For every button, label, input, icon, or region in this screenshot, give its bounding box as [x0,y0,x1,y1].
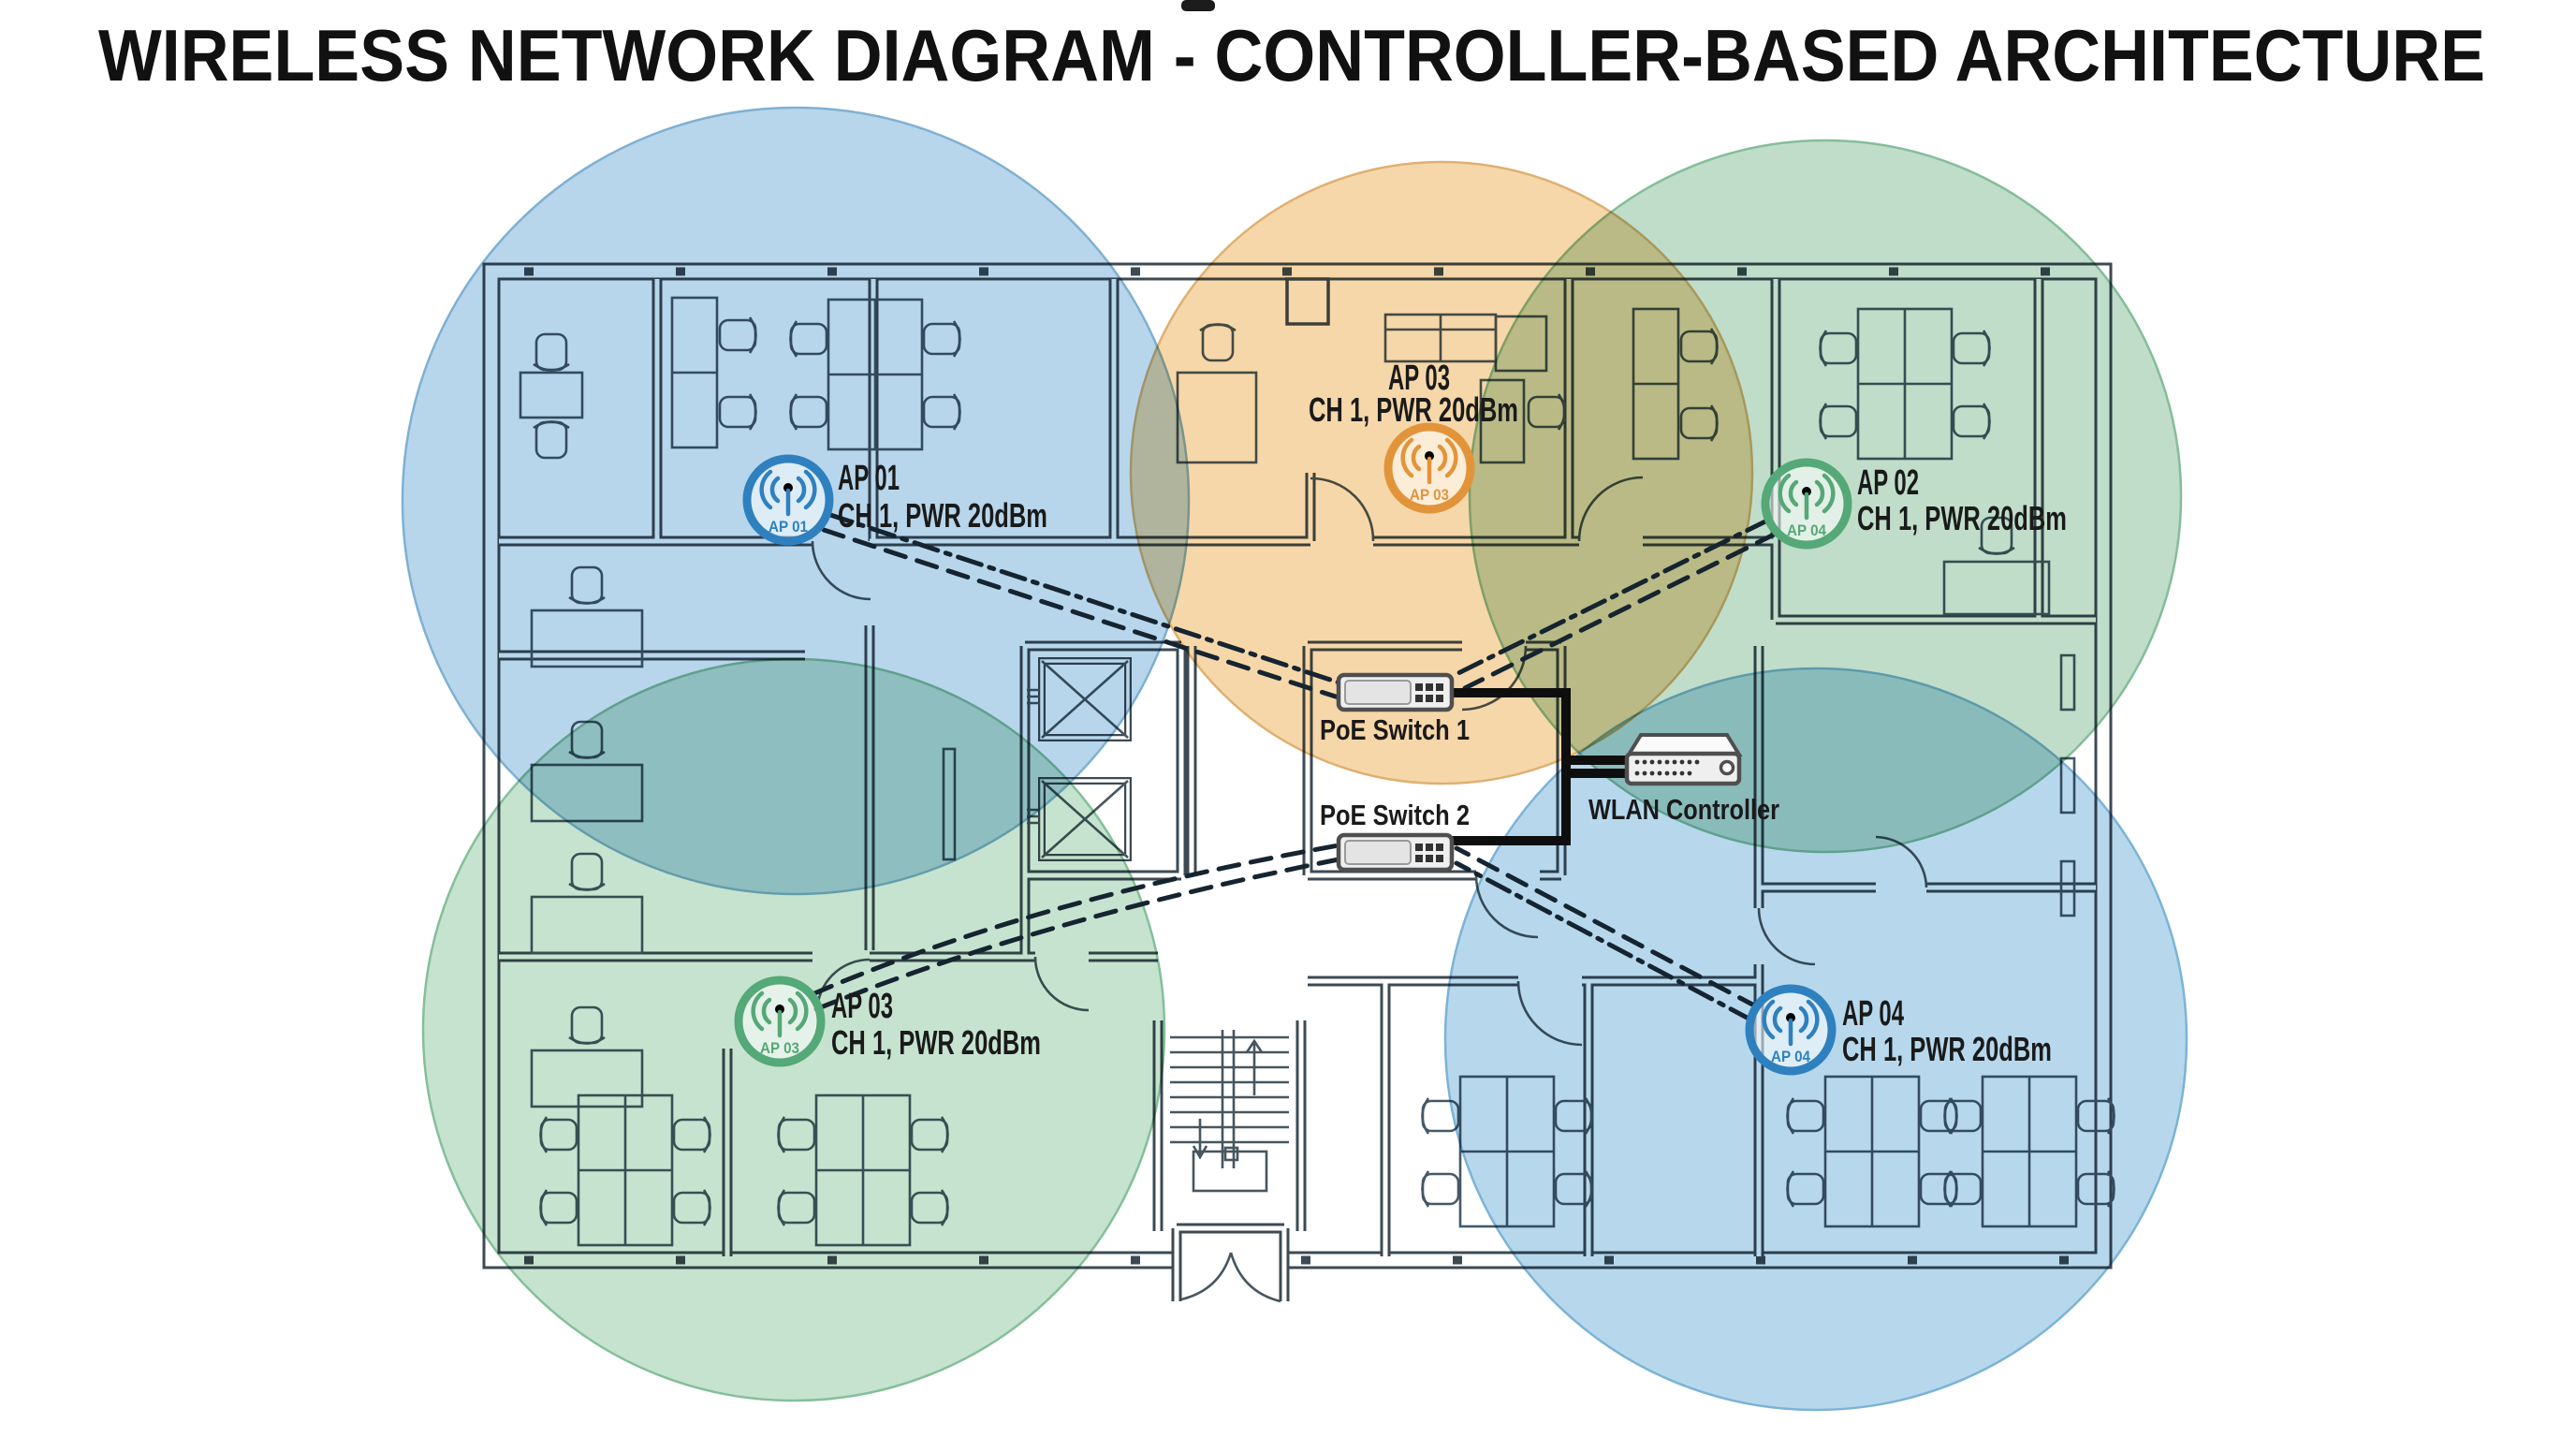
ap03-bottom-detail: CH 1, PWR 20dBm [831,1023,1041,1062]
ap04-detail: CH 1, PWR 20dBm [1842,1030,2052,1068]
ap02-icon: AP 04 [1765,462,1848,545]
uplink-ap01-a [825,511,1341,685]
ap03-top-detail: CH 1, PWR 20dBm [1309,390,1518,429]
switch-ports [1415,683,1443,702]
controller-cables [1452,688,1627,845]
switch-panel [1344,840,1412,865]
controller-label: WLAN Controller [1588,793,1779,826]
controller-power-port [1719,759,1735,776]
ap01-icon: AP 01 [747,459,829,541]
uplink-ap03-a [810,843,1341,997]
ap03-bottom-icon: AP 03 [739,980,821,1063]
ap04-icon: AP 04 [1749,989,1832,1071]
ap02-detail: CH 1, PWR 20dBm [1857,499,2067,537]
uplink-ap04-a [1454,845,1761,1010]
ap01-label: AP 01 CH 1, PWR 20dBm [838,459,1047,535]
ap03-top-icon-text: AP 03 [1410,486,1449,504]
uplink-ap02-b [1462,531,1778,691]
ap04-name: AP 04 [1842,994,1904,1034]
stairwell [1170,1030,1289,1193]
uplink-ap03-b [813,857,1341,1012]
ap03-top-label: AP 03 CH 1, PWR 20dBm [1309,359,1518,429]
controller-ports [1634,759,1700,776]
ap01-icon-text: AP 01 [768,518,808,536]
uplink-ap01-b [821,527,1341,700]
ap03-bottom-label: AP 03 CH 1, PWR 20dBm [831,987,1041,1062]
controller-chassis [1624,751,1742,786]
page-title: WIRELESS NETWORK DIAGRAM - CONTROLLER-BA… [98,14,2485,96]
cabling [810,511,1778,1023]
top-artifact-mark [1181,0,1215,11]
switch2-label: PoE Switch 2 [1320,799,1470,831]
ap03-bottom-icon-text: AP 03 [760,1039,799,1057]
ap01-detail: CH 1, PWR 20dBm [838,496,1047,535]
switch-ports [1415,844,1443,862]
ap03-top-icon: AP 03 [1388,427,1471,509]
ap02-label: AP 02 CH 1, PWR 20dBm [1857,463,2067,537]
ap02-name: AP 02 [1857,463,1919,503]
ap03-bottom-name: AP 03 [831,987,893,1026]
ap04-label: AP 04 CH 1, PWR 20dBm [1842,994,2052,1068]
ap01-name: AP 01 [838,459,900,498]
poe-switch-2: PoE Switch 2 [1320,799,1470,873]
wlan-controller: WLAN Controller [1588,733,1779,826]
uplink-ap04-b [1454,860,1755,1023]
poe-switch-1: PoE Switch 1 [1320,672,1470,746]
switch1-label: PoE Switch 1 [1320,713,1470,746]
ap04-icon-text: AP 04 [1771,1048,1810,1065]
ap03-top-name: AP 03 [1388,359,1450,398]
switch-panel [1344,680,1412,705]
ap02-icon-text: AP 04 [1787,521,1826,539]
uplink-ap02-a [1454,517,1772,677]
